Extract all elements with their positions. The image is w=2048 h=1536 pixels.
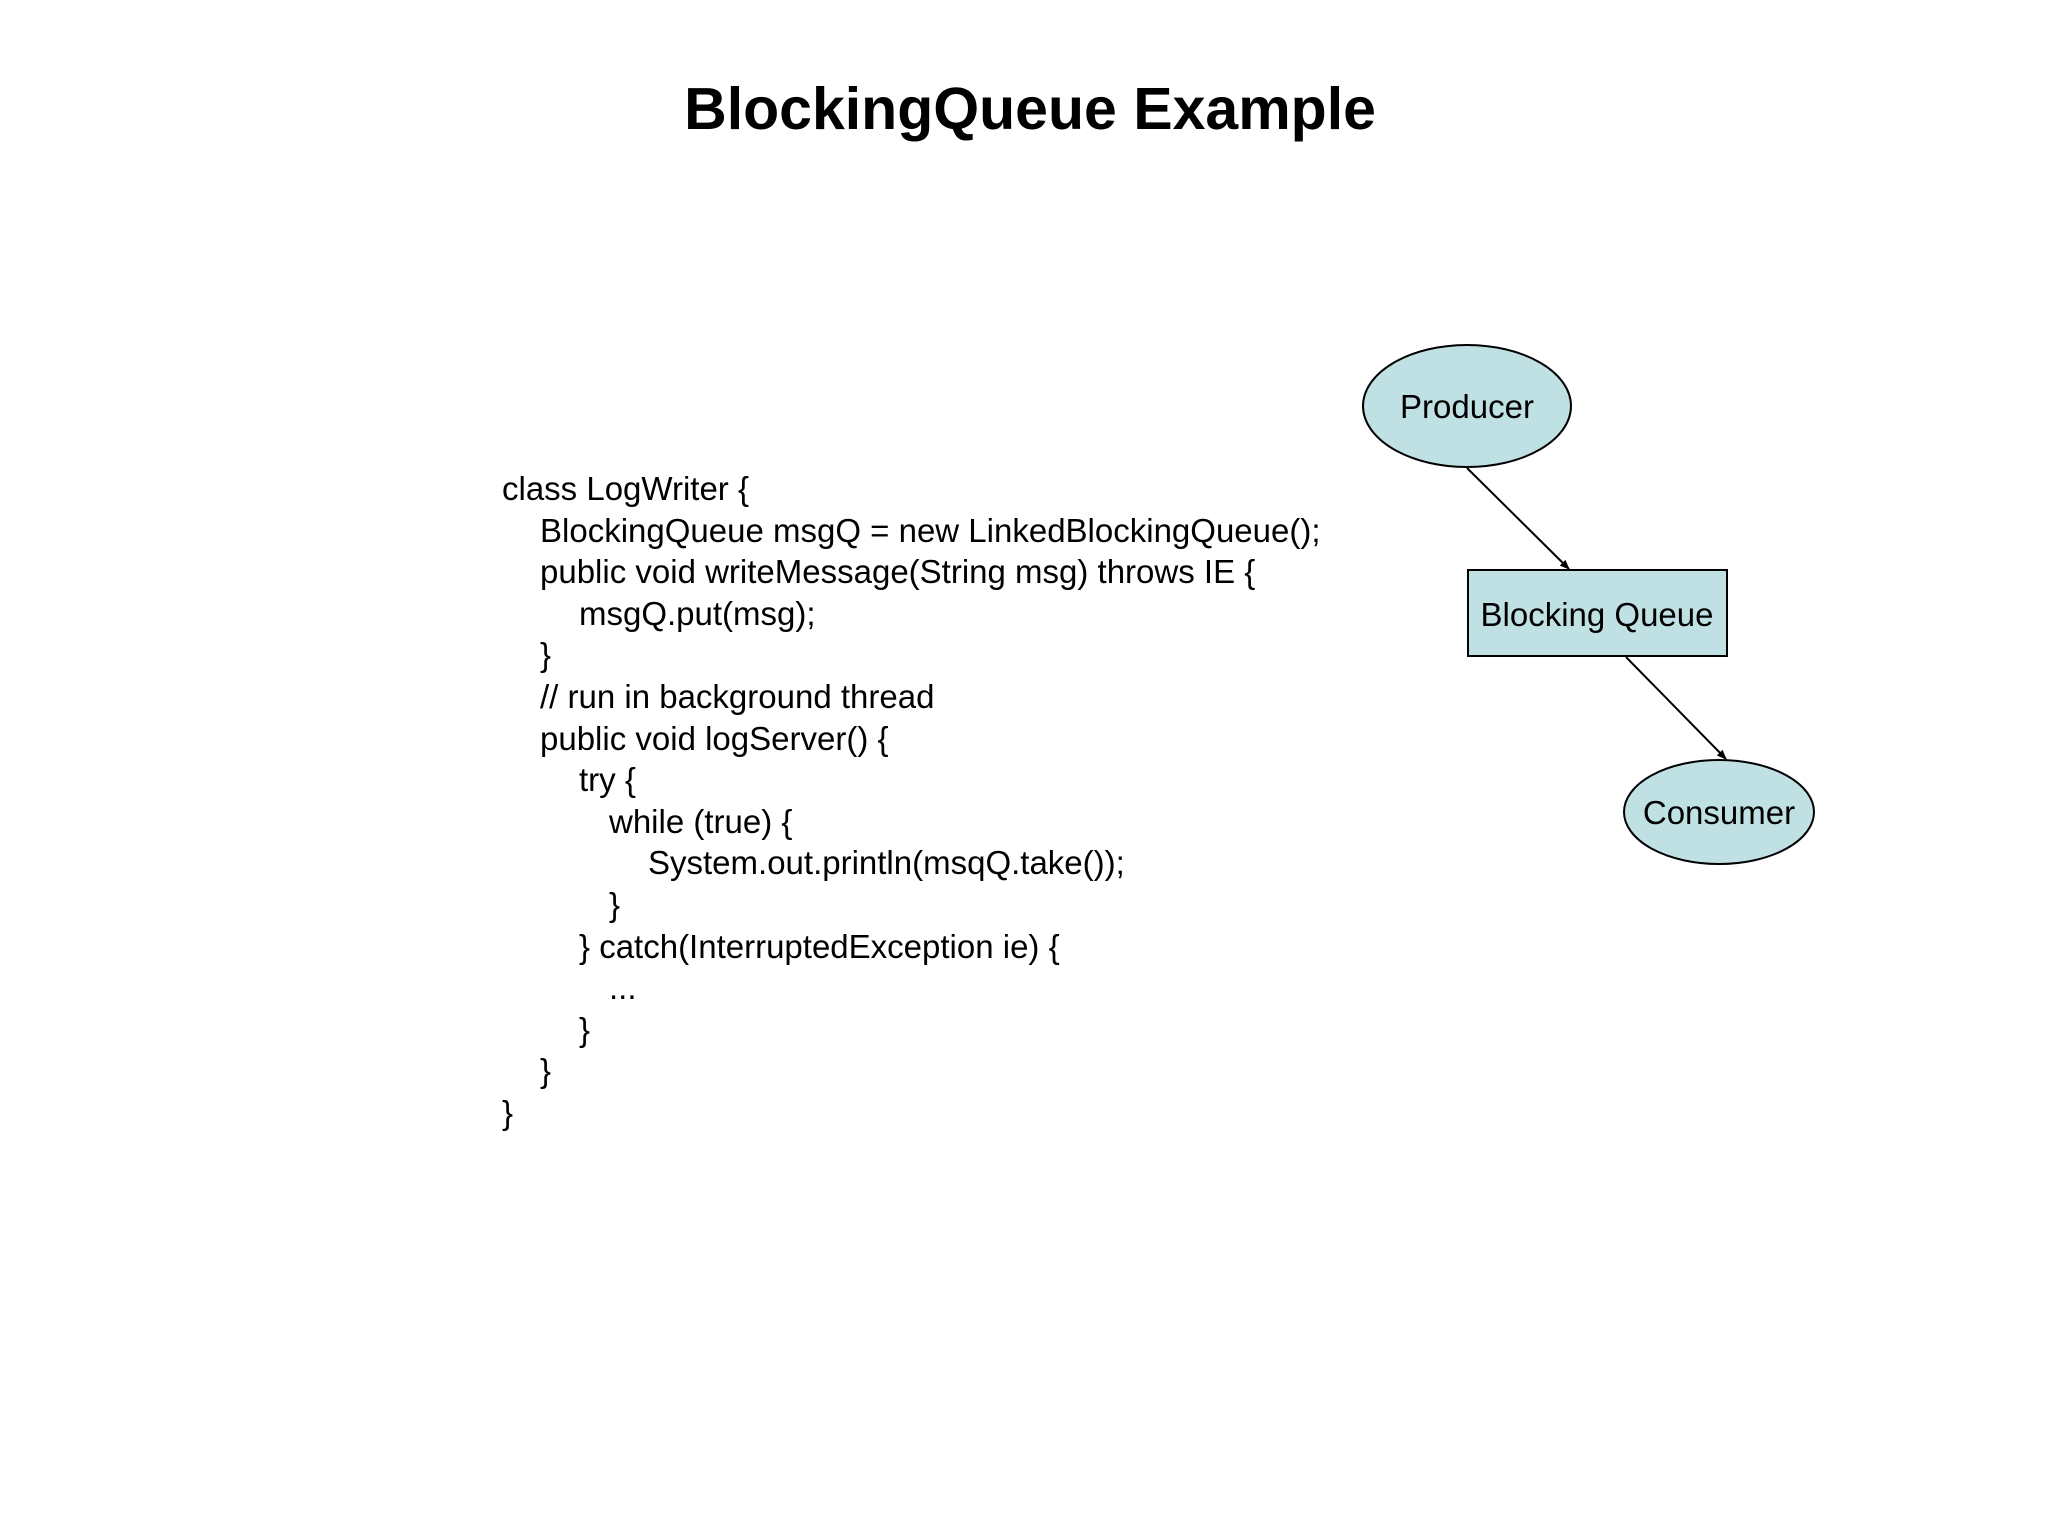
producer-node: Producer (1362, 344, 1572, 468)
queue-to-consumer-arrow (1625, 656, 1727, 760)
code-line: try { (579, 761, 636, 799)
code-line: System.out.println(msqQ.take()); (648, 844, 1125, 882)
code-line: while (true) { (609, 802, 793, 840)
code-line: } (540, 1052, 552, 1090)
code-line: // run in background thread (540, 677, 935, 715)
producer-label: Producer (1400, 388, 1534, 425)
blocking-queue-node: Blocking Queue (1467, 569, 1728, 657)
code-line: } (502, 1093, 514, 1131)
slide-title: BlockingQueue Example (684, 76, 1376, 142)
blocking-queue-label: Blocking Queue (1481, 596, 1714, 633)
producer-to-queue-arrow (1466, 467, 1570, 570)
code-line: class LogWriter { (502, 470, 749, 507)
code-block: class LogWriter { BlockingQueue msgQ = ne… (502, 468, 1321, 1134)
code-line: } (579, 1010, 591, 1048)
code-line: BlockingQueue msgQ = new LinkedBlockingQ… (540, 511, 1321, 549)
code-line: } (540, 636, 552, 674)
code-line: ... (609, 969, 637, 1007)
code-line: msgQ.put(msg); (579, 594, 816, 632)
consumer-node: Consumer (1623, 759, 1815, 865)
consumer-label: Consumer (1643, 794, 1795, 831)
code-line: public void writeMessage(String msg) thr… (540, 553, 1256, 591)
code-line: } catch(InterruptedException ie) { (579, 927, 1060, 965)
code-line: public void logServer() { (540, 719, 889, 757)
code-line: } (609, 885, 621, 923)
